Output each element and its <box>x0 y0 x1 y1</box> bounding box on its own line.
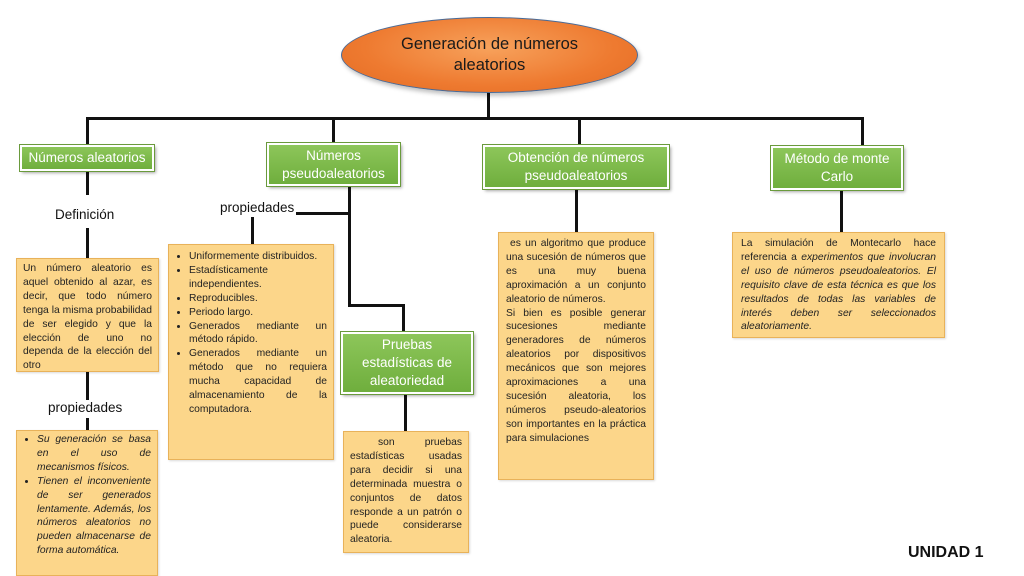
label-propiedades-1: propiedades <box>48 400 123 415</box>
montecarlo-text-italic: experimentos que involucran el uso de nú… <box>741 251 936 333</box>
prop2-item: Uniformemente distribuidos. <box>189 250 327 264</box>
root-node: Generación de números aleatorios <box>341 17 638 93</box>
connector <box>296 212 350 215</box>
obtencion-text-2: Si bien es posible generar sucesiones me… <box>506 307 646 444</box>
prop2-item: Generados mediante un método rápido. <box>189 320 327 348</box>
node-montecarlo: Método de monte Carlo <box>770 145 904 191</box>
pruebas-text: son pruebas estadísticas usadas para dec… <box>350 437 462 546</box>
node-title: Pruebas estadísticas de aleatoriedad <box>361 337 453 388</box>
label-definicion: Definición <box>55 207 115 222</box>
label-propiedades-2: propiedades <box>220 200 295 215</box>
footer-unidad: UNIDAD 1 <box>908 544 984 561</box>
prop2-item: Periodo largo. <box>189 306 327 320</box>
montecarlo-text: La simulación de Montecarlo hace referen… <box>741 238 936 263</box>
connector <box>86 117 89 145</box>
prop1-item: Tienen el inconveniente de ser generados… <box>37 475 151 558</box>
box-propiedades-1: Su generación se basa en el uso de mecan… <box>16 430 158 576</box>
node-numeros-aleatorios: Números aleatorios <box>19 144 155 172</box>
connector <box>86 117 864 120</box>
connector <box>86 228 89 258</box>
box-definicion: Un número aleatorio es aquel obtenido al… <box>16 258 159 372</box>
node-obtencion: Obtención de números pseudoaleatorios <box>482 144 670 190</box>
connector <box>86 372 89 400</box>
box-montecarlo: La simulación de Montecarlo hace referen… <box>732 232 945 338</box>
node-title: Obtención de números pseudoaleatorios <box>507 150 645 183</box>
connector <box>402 304 405 332</box>
node-title: Método de monte Carlo <box>784 151 890 184</box>
node-pruebas: Pruebas estadísticas de aleatoriedad <box>340 331 474 395</box>
obtencion-text-1: es un algoritmo que produce una sucesión… <box>506 238 646 305</box>
prop2-item: Estadísticamente independientes. <box>189 264 327 292</box>
connector <box>251 217 254 245</box>
prop2-item: Reproducibles. <box>189 292 327 306</box>
connector <box>348 187 351 306</box>
box-pruebas: son pruebas estadísticas usadas para dec… <box>343 431 469 553</box>
connector <box>348 304 404 307</box>
connector <box>404 394 407 431</box>
node-title: Números aleatorios <box>28 150 146 165</box>
connector <box>861 120 864 146</box>
prop2-item: Generados mediante un método que no requ… <box>189 347 327 417</box>
root-title-line2: aleatorios <box>453 56 526 74</box>
connector <box>487 91 490 119</box>
root-title-line1: Generación de números <box>400 35 579 53</box>
definicion-text: Un número aleatorio es aquel obtenido al… <box>23 263 152 372</box>
prop1-item: Su generación se basa en el uso de mecan… <box>37 433 151 475</box>
connector <box>86 170 89 195</box>
connector <box>332 117 335 143</box>
connector <box>578 117 581 145</box>
node-title: Números pseudoaleatorios <box>282 147 385 181</box>
connector <box>86 418 89 430</box>
connector <box>840 190 843 232</box>
connector <box>575 189 578 232</box>
box-propiedades-2: Uniformemente distribuidos. Estadísticam… <box>168 244 334 460</box>
box-obtencion: es un algoritmo que produce una sucesión… <box>498 232 654 480</box>
node-numeros-pseudoaleatorios: Números pseudoaleatorios <box>266 142 401 187</box>
